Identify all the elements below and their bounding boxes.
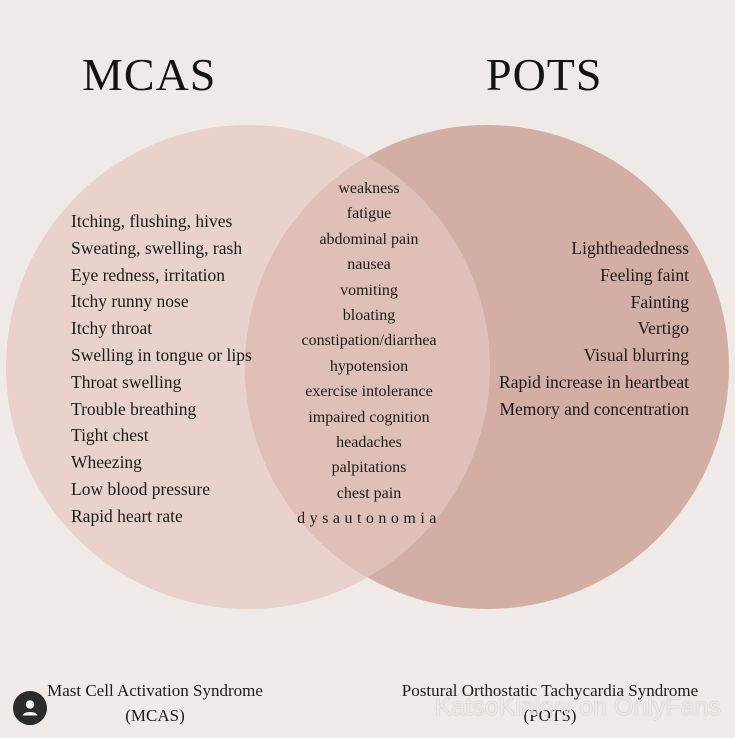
- list-item: impaired cognition: [308, 408, 430, 426]
- watermark-text: KatsoKinkyy on OnlyFans: [434, 693, 721, 721]
- user-avatar-icon[interactable]: [13, 691, 47, 725]
- list-item: dysautonomia: [297, 510, 441, 528]
- list-item: Sweating, swelling, rash: [71, 237, 243, 258]
- list-item: Visual blurring: [583, 345, 689, 366]
- list-item: Wheezing: [71, 452, 142, 473]
- list-item: exercise intolerance: [305, 383, 433, 401]
- list-item: abdominal pain: [319, 230, 419, 248]
- list-item: palpitations: [331, 459, 407, 477]
- list-item: Feeling faint: [600, 264, 689, 285]
- list-item: vomiting: [340, 281, 398, 299]
- list-item: Fainting: [630, 291, 689, 312]
- mcas-title: MCAS: [82, 49, 217, 100]
- shared-symptom-list: weakness fatigue abdominal pain nausea v…: [269, 176, 469, 531]
- list-item: chest pain: [336, 484, 402, 502]
- list-item: Memory and concentration: [499, 398, 689, 419]
- list-item: Vertigo: [637, 318, 689, 339]
- mcas-symptom-list: Itching, flushing, hives Sweating, swell…: [71, 208, 252, 530]
- overlap-region: [245, 125, 490, 609]
- pots-abbreviation: (POTS): [523, 706, 577, 725]
- list-item: headaches: [336, 433, 402, 451]
- list-item: nausea: [347, 256, 391, 274]
- list-item: Low blood pressure: [71, 478, 211, 499]
- list-item: Tight chest: [71, 425, 149, 446]
- pots-footer: Postural Orthostatic Tachycardia Syndrom…: [372, 678, 728, 728]
- list-item: Rapid heart rate: [71, 505, 183, 526]
- mcas-abbreviation: (MCAS): [125, 706, 185, 725]
- pots-full-name: Postural Orthostatic Tachycardia Syndrom…: [401, 681, 699, 700]
- list-item: Eye redness, irritation: [71, 264, 226, 285]
- mcas-footer: Mast Cell Activation Syndrome (MCAS): [20, 678, 290, 728]
- list-item: bloating: [342, 306, 396, 324]
- mcas-full-name: Mast Cell Activation Syndrome: [47, 681, 263, 700]
- list-item: Trouble breathing: [71, 398, 197, 419]
- list-item: constipation/diarrhea: [301, 332, 437, 350]
- list-item: fatigue: [346, 205, 392, 223]
- list-item: hypotension: [329, 357, 409, 375]
- pots-symptom-list: Lightheadedness Feeling faint Fainting V…: [499, 235, 689, 423]
- list-item: Itchy throat: [71, 318, 153, 339]
- list-item: Lightheadedness: [571, 238, 689, 258]
- list-item: Itching, flushing, hives: [71, 211, 233, 231]
- person-icon: [13, 691, 47, 725]
- list-item: Rapid increase in heartbeat: [499, 371, 689, 392]
- pots-title: POTS: [486, 49, 603, 100]
- list-item: weakness: [338, 180, 400, 197]
- list-item: Swelling in tongue or lips: [71, 344, 252, 365]
- list-item: Itchy runny nose: [71, 291, 189, 312]
- list-item: Throat swelling: [71, 371, 182, 392]
